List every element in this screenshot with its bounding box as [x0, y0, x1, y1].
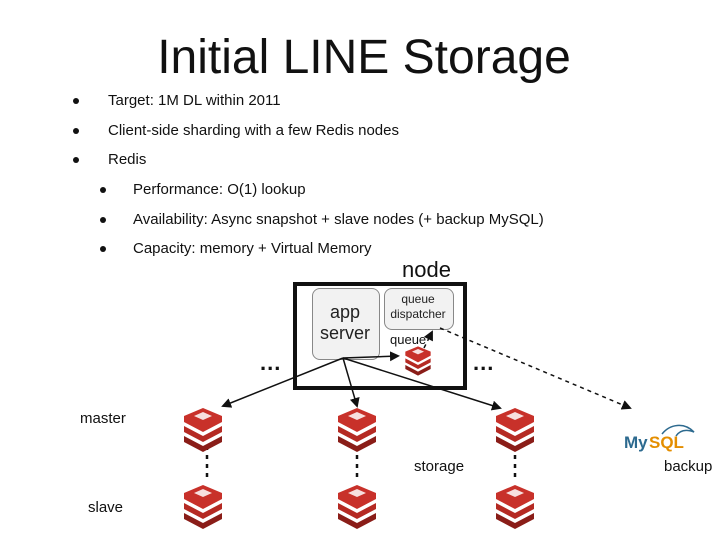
queue-label: queue: [390, 332, 427, 347]
shard-arrows: [221, 351, 502, 411]
arrow-to-master-right: [342, 357, 502, 411]
sub-bullet-performance: Performance: O(1) lookup: [133, 181, 306, 198]
redis-master-center-icon: [338, 408, 376, 452]
slave-label: slave: [88, 499, 124, 516]
redis-master-right-icon: [496, 408, 534, 452]
queue-dispatcher-line-2: dispatcher: [390, 307, 446, 321]
sub-bullet-capacity: Capacity: memory + Virtual Memory: [133, 240, 372, 257]
queue-dispatcher-line-1: queue: [401, 292, 435, 306]
ellipsis-left: ...: [260, 350, 282, 375]
sub-bullet-availability: Availability: Async snapshot + slave nod…: [133, 211, 544, 228]
redis-slave-left-icon: [184, 485, 222, 529]
bullet-sharding: Client-side sharding with a few Redis no…: [108, 122, 399, 139]
app-server-line-2: server: [319, 323, 370, 343]
arrow-to-master-center: [342, 357, 360, 408]
backup-label: backup: [664, 458, 713, 475]
redis-slave-right-icon: [496, 485, 534, 529]
backup-arrows: [423, 327, 632, 410]
bullet-dot: [73, 128, 79, 134]
app-server-label: app server: [312, 302, 378, 344]
redis-slave-center-icon: [338, 485, 376, 529]
storage-label: storage: [414, 458, 465, 475]
replication-links: [205, 446, 517, 482]
sub-bullet-dot: [100, 246, 106, 252]
sub-bullet-dot: [100, 217, 106, 223]
master-label: master: [80, 410, 126, 427]
queue-dispatcher-label: queue dispatcher: [384, 292, 452, 322]
bullet-dot: [73, 98, 79, 104]
svg-text:My: My: [624, 433, 648, 452]
arrow-to-master-left: [221, 357, 344, 408]
sub-bullet-dot: [100, 187, 106, 193]
redis-master-left-icon: [184, 408, 222, 452]
arrow-to-queue: [342, 351, 400, 362]
redis-queue-icon: [405, 346, 431, 376]
bullet-dot: [73, 157, 79, 163]
dashed-queue-to-dispatcher: [423, 330, 433, 349]
ellipsis-right: ...: [473, 350, 495, 375]
svg-text:SQL: SQL: [649, 433, 684, 452]
dashed-dispatcher-to-mysql: [439, 327, 632, 410]
queue-dispatcher-box: [384, 288, 454, 330]
app-server-line-1: app: [329, 302, 361, 322]
node-label: node: [402, 257, 451, 282]
bullet-target: Target: 1M DL within 2011: [108, 92, 281, 109]
bullet-redis: Redis: [108, 151, 147, 168]
slide-title: Initial LINE Storage: [157, 31, 571, 84]
mysql-logo: My SQL: [624, 424, 695, 452]
